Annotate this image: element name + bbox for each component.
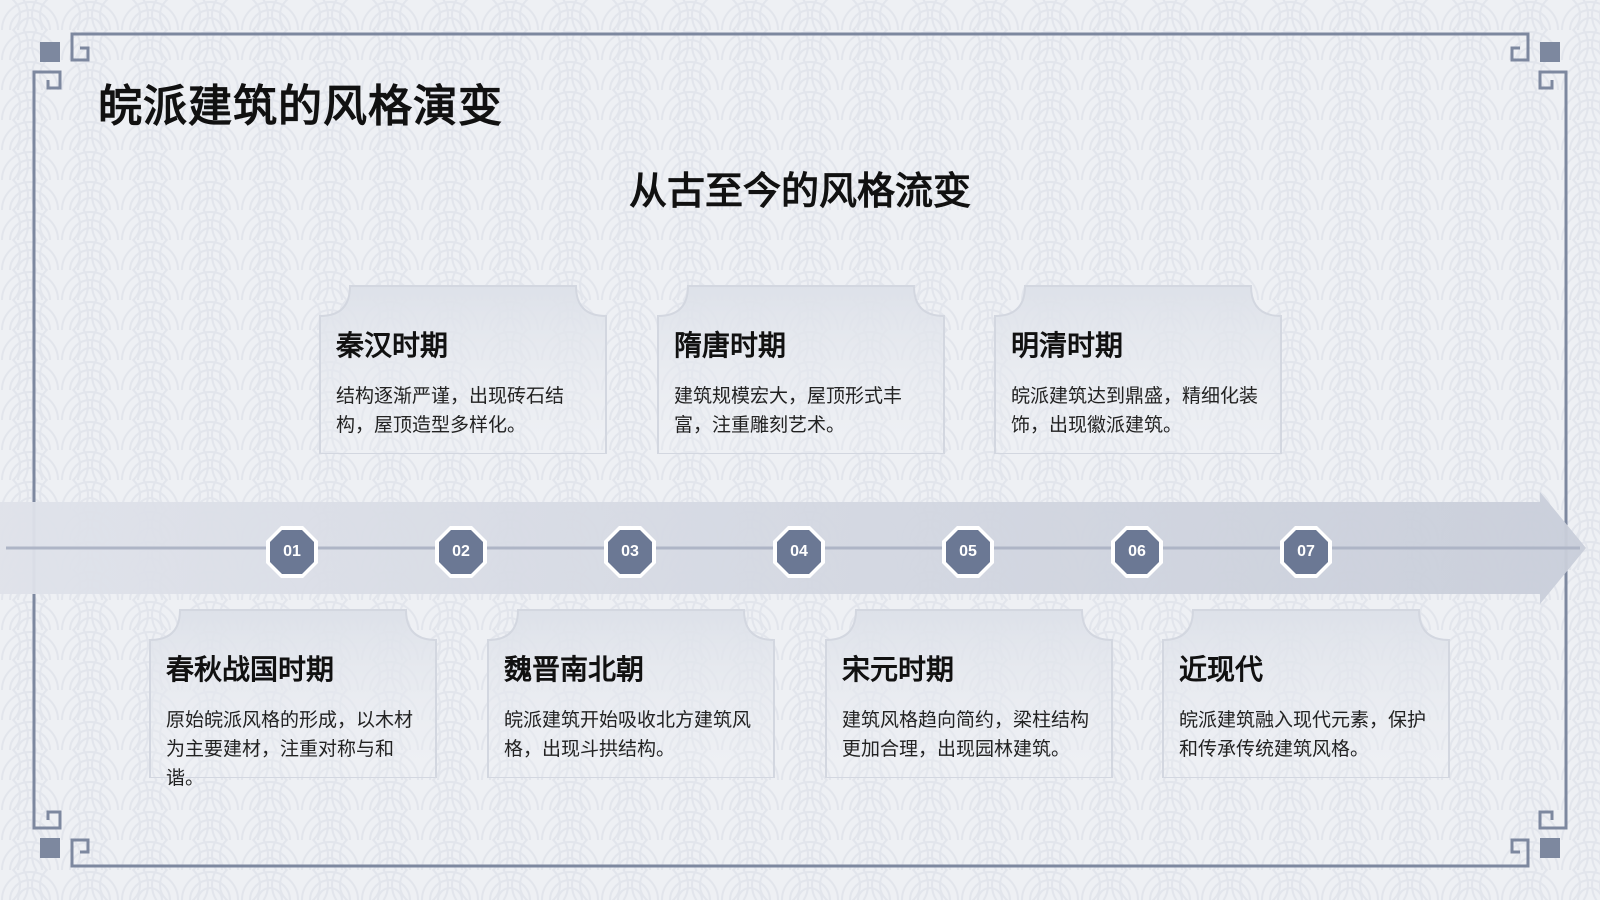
node-label: 02 xyxy=(452,543,470,560)
period-title: 隋唐时期 xyxy=(674,329,787,362)
period-title: 魏晋南北朝 xyxy=(504,653,645,686)
period-title: 秦汉时期 xyxy=(336,329,449,362)
timeline-node: 01 xyxy=(266,526,318,578)
timeline-node: 07 xyxy=(1280,526,1332,578)
period-card: 春秋战国时期 原始皖派风格的形成，以木材为主要建材，注重对称与和谐。 xyxy=(148,608,438,789)
period-description: 皖派建筑达到鼎盛，精细化装饰，出现徽派建筑。 xyxy=(1011,385,1259,436)
period-card: 魏晋南北朝 皖派建筑开始吸收北方建筑风格，出现斗拱结构。 xyxy=(486,608,776,778)
period-title: 春秋战国时期 xyxy=(166,653,335,686)
period-card: 宋元时期 建筑风格趋向简约，梁柱结构更加合理，出现园林建筑。 xyxy=(824,608,1114,778)
timeline-node: 04 xyxy=(773,526,825,578)
timeline-node: 05 xyxy=(942,526,994,578)
section-title: 从古至今的风格流变 xyxy=(628,169,971,213)
period-description: 皖派建筑开始吸收北方建筑风格，出现斗拱结构。 xyxy=(504,709,752,760)
page-title: 皖派建筑的风格演变 xyxy=(98,81,503,132)
period-card: 隋唐时期 建筑规模宏大，屋顶形式丰富，注重雕刻艺术。 xyxy=(656,284,946,454)
period-card: 秦汉时期 结构逐渐严谨，出现砖石结构，屋顶造型多样化。 xyxy=(318,284,608,454)
timeline-node: 02 xyxy=(435,526,487,578)
period-description: 皖派建筑融入现代元素，保护和传承传统建筑风格。 xyxy=(1179,709,1427,760)
period-card: 近现代 皖派建筑融入现代元素，保护和传承传统建筑风格。 xyxy=(1161,608,1451,778)
node-label: 03 xyxy=(621,543,639,560)
period-description: 结构逐渐严谨，出现砖石结构，屋顶造型多样化。 xyxy=(336,385,565,436)
period-title: 明清时期 xyxy=(1011,329,1124,362)
period-description: 原始皖派风格的形成，以木材为主要建材，注重对称与和谐。 xyxy=(166,709,414,789)
period-title: 近现代 xyxy=(1179,653,1264,686)
timeline-node: 06 xyxy=(1111,526,1163,578)
node-label: 05 xyxy=(959,543,977,560)
node-label: 06 xyxy=(1128,543,1146,560)
node-label: 04 xyxy=(790,543,808,560)
timeline-node: 03 xyxy=(604,526,656,578)
node-label: 01 xyxy=(283,543,301,560)
period-card: 明清时期 皖派建筑达到鼎盛，精细化装饰，出现徽派建筑。 xyxy=(993,284,1283,454)
period-description: 建筑规模宏大，屋顶形式丰富，注重雕刻艺术。 xyxy=(674,385,903,436)
node-label: 07 xyxy=(1297,543,1315,560)
period-description: 建筑风格趋向简约，梁柱结构更加合理，出现园林建筑。 xyxy=(842,709,1090,760)
period-title: 宋元时期 xyxy=(842,653,955,686)
